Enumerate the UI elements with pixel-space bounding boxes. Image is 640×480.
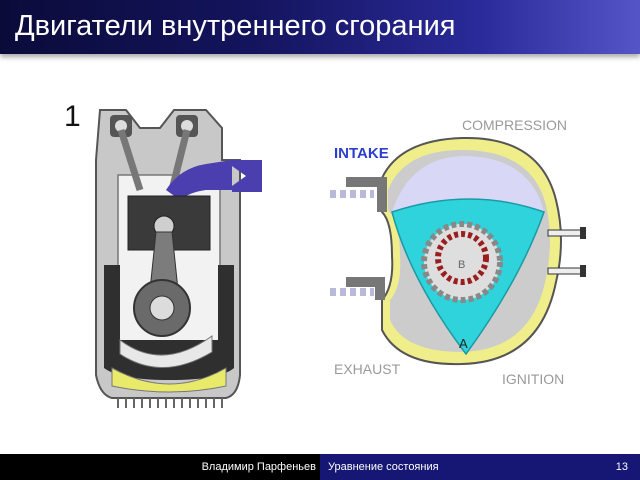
label-compression: COMPRESSION (462, 117, 567, 133)
footer-topic: Уравнение состояния (328, 461, 439, 473)
footer-bar: Владимир Парфеньев Уравнение состояния 1… (0, 454, 640, 480)
output-gear (435, 231, 489, 285)
label-intake: INTAKE (334, 145, 389, 162)
title-bar: Двигатели внутреннего сгорания (0, 0, 640, 54)
exhaust-port (330, 277, 385, 300)
footer-author: Владимир Парфеньев (201, 461, 316, 473)
label-rotor-b: B (458, 259, 465, 271)
intake-arrow (232, 160, 262, 192)
intake-port (330, 177, 387, 212)
step-number: 1 (64, 100, 81, 133)
valve-left (110, 115, 144, 192)
footer-author-box: Владимир Парфеньев (0, 454, 320, 480)
spark-plugs (547, 227, 586, 277)
slide-title: Двигатели внутреннего сгорания (15, 10, 456, 42)
label-rotor-a: A (459, 336, 468, 351)
footer-topic-box: Уравнение состояния 13 (320, 454, 640, 480)
label-exhaust: EXHAUST (334, 361, 401, 377)
page-number: 13 (615, 461, 628, 473)
piston-engine-illustration (95, 109, 262, 408)
rotary-engine-illustration: COMPRESSION INTAKE EXHAUST IGNITION A B (330, 117, 586, 387)
label-ignition: IGNITION (502, 371, 564, 387)
